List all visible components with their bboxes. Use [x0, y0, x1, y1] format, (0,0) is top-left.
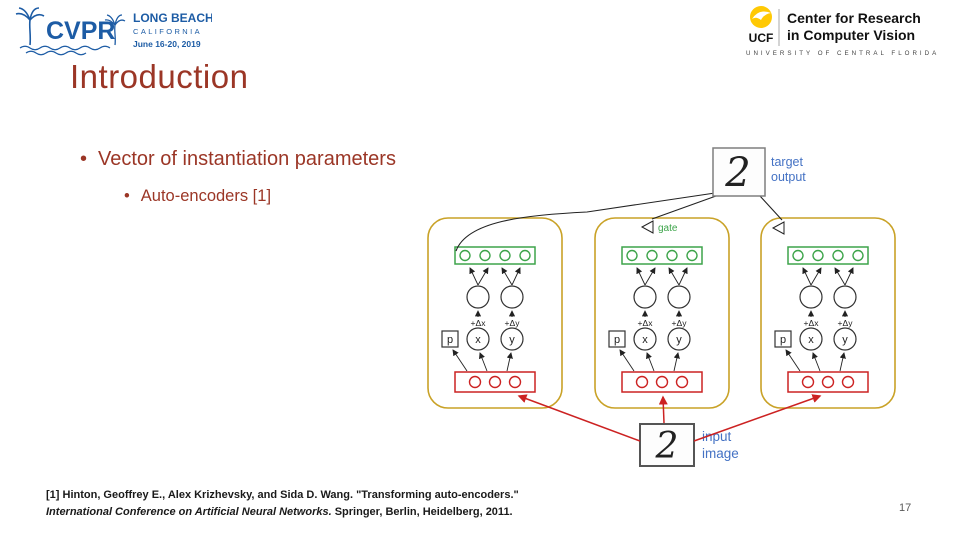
ucf-pegasus-icon: [750, 6, 772, 28]
input-arrow-capsule2: [658, 395, 668, 424]
wave-lines-icon: [19, 45, 111, 56]
ucf-abbr: UCF: [749, 31, 774, 45]
bullet-vector-parameters: • Vector of instantiation parameters: [80, 148, 396, 171]
capsule2-output-line: [651, 195, 717, 220]
page-number: 17: [899, 502, 912, 514]
university-name: UNIVERSITY OF CENTRAL FLORIDA: [746, 50, 939, 57]
cvpr-location: LONG BEACH: [133, 11, 212, 25]
target-label-line1: target: [771, 155, 803, 169]
bullet-marker: •: [80, 148, 88, 170]
input-arrow-capsule3: [693, 394, 822, 442]
cvpr-dates: June 16-20, 2019: [133, 39, 201, 49]
gate-triangle-icon-2: [771, 221, 785, 235]
target-output: 2 target output: [712, 147, 806, 197]
citation-line1: [1] Hinton, Geoffrey E., Alex Krizhevsky…: [46, 489, 519, 501]
capsule-2: [595, 218, 729, 408]
cvpr-title: CVPR: [46, 17, 115, 45]
input-image-box: [639, 423, 695, 467]
target-output-box: [712, 147, 766, 197]
palm-tree-icon-2: [104, 14, 126, 46]
cvpr-logo: CVPR LONG BEACH CALIFORNIA June 16-20, 2…: [15, 7, 212, 56]
gate-label: gate: [658, 223, 678, 234]
input-arrow-capsule1: [517, 394, 641, 442]
crcv-line2: in Computer Vision: [787, 27, 915, 43]
input-image: 2 input image: [639, 423, 739, 467]
crcv-line1: Center for Research: [787, 10, 921, 26]
page-title: Introduction: [70, 58, 249, 95]
bullet-marker-2: •: [124, 187, 130, 205]
target-digit: 2: [724, 150, 750, 196]
citation: [1] Hinton, Geoffrey E., Alex Krizhevsky…: [46, 487, 626, 520]
capsule3-output-line: [759, 195, 783, 221]
bullet-level2-text: Auto-encoders [1]: [140, 187, 272, 205]
cvpr-state: CALIFORNIA: [133, 27, 202, 36]
citation-publisher: Springer, Berlin, Heidelberg, 2011.: [331, 505, 513, 518]
gate-triangle-icon: [640, 220, 654, 234]
ucf-crcv-logo: UCF Center for Research in Computer Visi…: [746, 6, 939, 57]
input-label-line1: input: [702, 429, 732, 444]
bullet-level1-text: Vector of instantiation parameters: [98, 148, 396, 170]
capsule-1: [428, 218, 562, 408]
capsule1-output-line: [455, 192, 716, 252]
palm-tree-icon: [15, 7, 45, 46]
citation-conference: International Conference on Artificial N…: [46, 505, 332, 518]
input-label-line2: image: [702, 446, 739, 461]
target-label-line2: output: [771, 170, 806, 184]
capsule-3: [761, 218, 895, 408]
input-digit: 2: [655, 426, 679, 467]
bullet-auto-encoders: • Auto-encoders [1]: [124, 187, 271, 206]
citation-line2: International Conference on Artificial N…: [46, 504, 626, 521]
autoencoder-diagram: +Δx +Δy p x y: [415, 147, 912, 467]
